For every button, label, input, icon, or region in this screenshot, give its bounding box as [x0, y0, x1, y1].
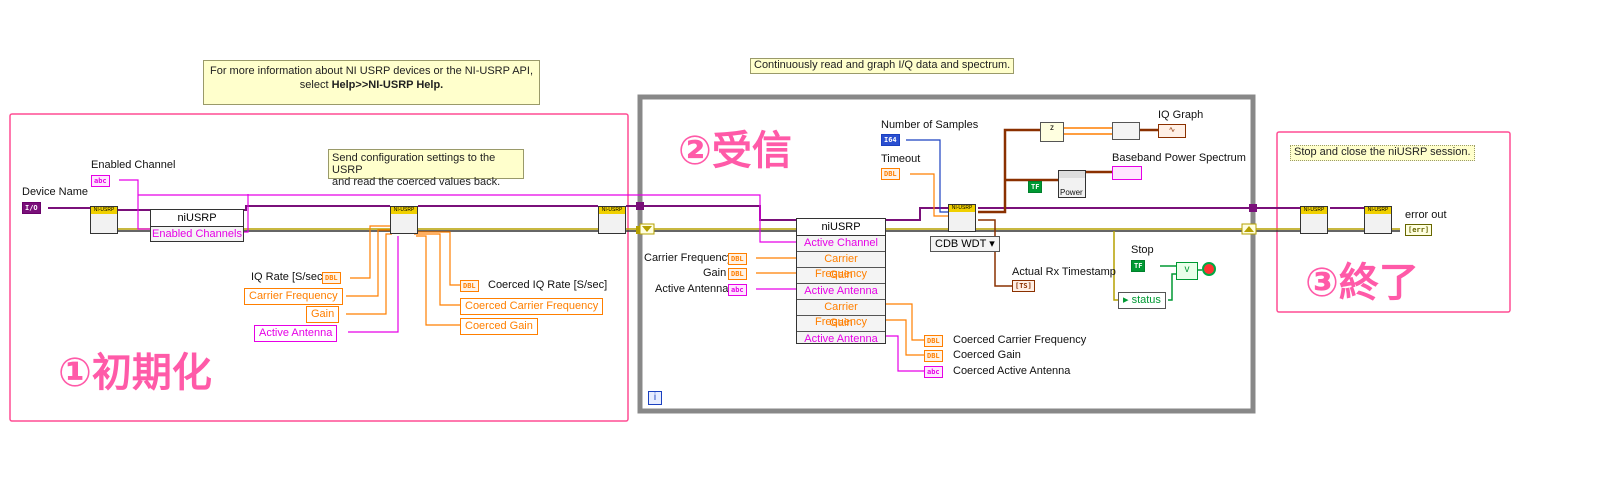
ni-usrp-close-icon[interactable]: NI-USRP: [1364, 206, 1392, 234]
prop-active-antenna-in[interactable]: Active Antenna: [797, 284, 885, 300]
actual-rx-timestamp-label: Actual Rx Timestamp: [1012, 266, 1116, 278]
init-section-title: ①初期化: [58, 350, 212, 396]
config-note-line2: and read the coerced values back.: [332, 176, 501, 188]
error-out-label: error out: [1405, 209, 1447, 221]
complex-to-iq-icon: z: [1040, 122, 1064, 142]
active-antenna-local-read[interactable]: abc: [728, 284, 747, 296]
niusrp-node-header: niUSRP: [151, 210, 243, 227]
left-active-antenna-label: Active Antenna: [655, 283, 729, 295]
gain-local-read[interactable]: DBL: [728, 268, 747, 280]
niusrp-property-node-loop[interactable]: niUSRP Active Channel Carrier Frequency …: [796, 218, 886, 345]
help-note-line1: For more information about NI USRP devic…: [210, 65, 534, 77]
stop-label: Stop: [1131, 244, 1154, 256]
coerced-carrier-frequency-indicator: DBL: [924, 335, 943, 347]
left-gain-label: Gain: [703, 267, 727, 279]
device-name-label: Device Name: [22, 186, 89, 198]
coerced-gain-local[interactable]: Coerced Gain: [460, 318, 538, 335]
active-antenna-local[interactable]: Active Antenna: [254, 325, 338, 342]
gain-local[interactable]: Gain: [306, 306, 340, 323]
carrier-frequency-local-read[interactable]: DBL: [728, 253, 747, 265]
help-note-bold: Help>>NI-USRP Help.: [331, 79, 444, 91]
iq-graph-label: IQ Graph: [1158, 109, 1204, 121]
receive-section-title: ②受信: [678, 128, 792, 174]
end-section-frame: [1276, 131, 1511, 313]
number-of-samples-control[interactable]: I64: [881, 134, 900, 146]
niusrp-property-node-init[interactable]: niUSRP Enabled Channels: [150, 209, 244, 242]
status-label: status: [1131, 294, 1161, 306]
ni-usrp-abort-icon[interactable]: NI-USRP: [1300, 206, 1328, 234]
baseband-power-spectrum-indicator: [1112, 166, 1142, 180]
or-gate-icon: v: [1176, 262, 1198, 280]
bundle-icon: [1112, 122, 1140, 140]
coerced-carrier-frequency-local[interactable]: Coerced Carrier Frequency: [460, 298, 604, 315]
coerced-iq-rate-indicator: DBL: [460, 280, 479, 292]
prop-active-antenna-out[interactable]: Active Antenna: [804, 333, 878, 345]
help-note-prefix: select: [299, 79, 332, 91]
stop-control[interactable]: TF: [1131, 260, 1146, 272]
power-boolean-constant[interactable]: TF: [1028, 181, 1043, 193]
prop-gain-in[interactable]: Gain: [797, 268, 885, 284]
number-of-samples-label: Number of Samples: [881, 119, 979, 131]
actual-rx-timestamp-indicator: [TS]: [1012, 280, 1035, 292]
ni-usrp-initiate-icon[interactable]: NI-USRP: [598, 206, 626, 234]
while-loop-frame: [637, 94, 1256, 414]
coerced-active-antenna-label: Coerced Active Antenna: [953, 365, 1071, 377]
power-spectrum-icon[interactable]: [1058, 170, 1086, 198]
cdb-wdt-label: CDB WDT: [935, 238, 987, 250]
loop-note: Continuously read and graph I/Q data and…: [750, 58, 1015, 74]
ni-usrp-configure-icon[interactable]: NI-USRP: [390, 206, 418, 234]
coerced-gain-indicator: DBL: [924, 350, 943, 362]
carrier-frequency-local[interactable]: Carrier Frequency: [244, 288, 343, 305]
prop-carrier-frequency-out[interactable]: Carrier Frequency: [797, 300, 885, 328]
timeout-label: Timeout: [881, 153, 921, 165]
stop-button-icon[interactable]: [1202, 262, 1216, 276]
coerced-gain-loop-label: Coerced Gain: [953, 349, 1021, 361]
coerced-active-antenna-indicator: abc: [924, 366, 943, 378]
loop-iteration-icon: i: [648, 391, 662, 405]
iq-graph-indicator: ∿: [1158, 124, 1186, 138]
ni-usrp-open-icon[interactable]: NI-USRP: [90, 206, 118, 234]
baseband-power-spectrum-label: Baseband Power Spectrum: [1112, 152, 1246, 164]
prop-gain-out[interactable]: Gain: [797, 316, 885, 332]
device-name-control[interactable]: I/O: [22, 202, 41, 214]
config-note-line1: Send configuration settings to the USRP: [332, 152, 496, 176]
help-note-line2: select Help>>NI-USRP Help.: [210, 78, 533, 92]
ni-usrp-fetch-icon[interactable]: NI-USRP: [948, 204, 976, 232]
init-section-frame: [9, 113, 629, 422]
timeout-control[interactable]: DBL: [881, 168, 900, 180]
prop-active-channel[interactable]: Active Channel: [797, 236, 885, 252]
enabled-channel-label: Enabled Channel: [91, 159, 176, 171]
coerced-iq-rate-label: Coerced IQ Rate [S/sec]: [488, 279, 608, 291]
niusrp-loop-header: niUSRP: [797, 219, 885, 236]
left-carrier-frequency-label: Carrier Frequency: [644, 252, 733, 264]
enabled-channels-property[interactable]: Enabled Channels: [152, 228, 242, 240]
error-out-indicator: [err]: [1405, 224, 1433, 236]
stop-note: Stop and close the niUSRP session.: [1290, 145, 1475, 161]
prop-carrier-frequency-in[interactable]: Carrier Frequency: [797, 252, 885, 280]
power-label: Power: [1060, 188, 1083, 197]
iq-rate-label: IQ Rate [S/sec]: [251, 271, 326, 283]
status-unbundle[interactable]: ▸ status: [1118, 292, 1166, 309]
iq-rate-control[interactable]: DBL: [322, 272, 341, 284]
enabled-channel-control[interactable]: abc: [91, 175, 110, 187]
help-note: For more information about NI USRP devic…: [203, 60, 540, 105]
cdb-wdt-selector[interactable]: CDB WDT ▾: [930, 236, 1000, 252]
coerced-carrier-frequency-loop-label: Coerced Carrier Frequency: [953, 334, 1087, 346]
config-note: Send configuration settings to the USRP …: [328, 149, 524, 188]
end-section-title: ③終了: [1305, 260, 1419, 306]
